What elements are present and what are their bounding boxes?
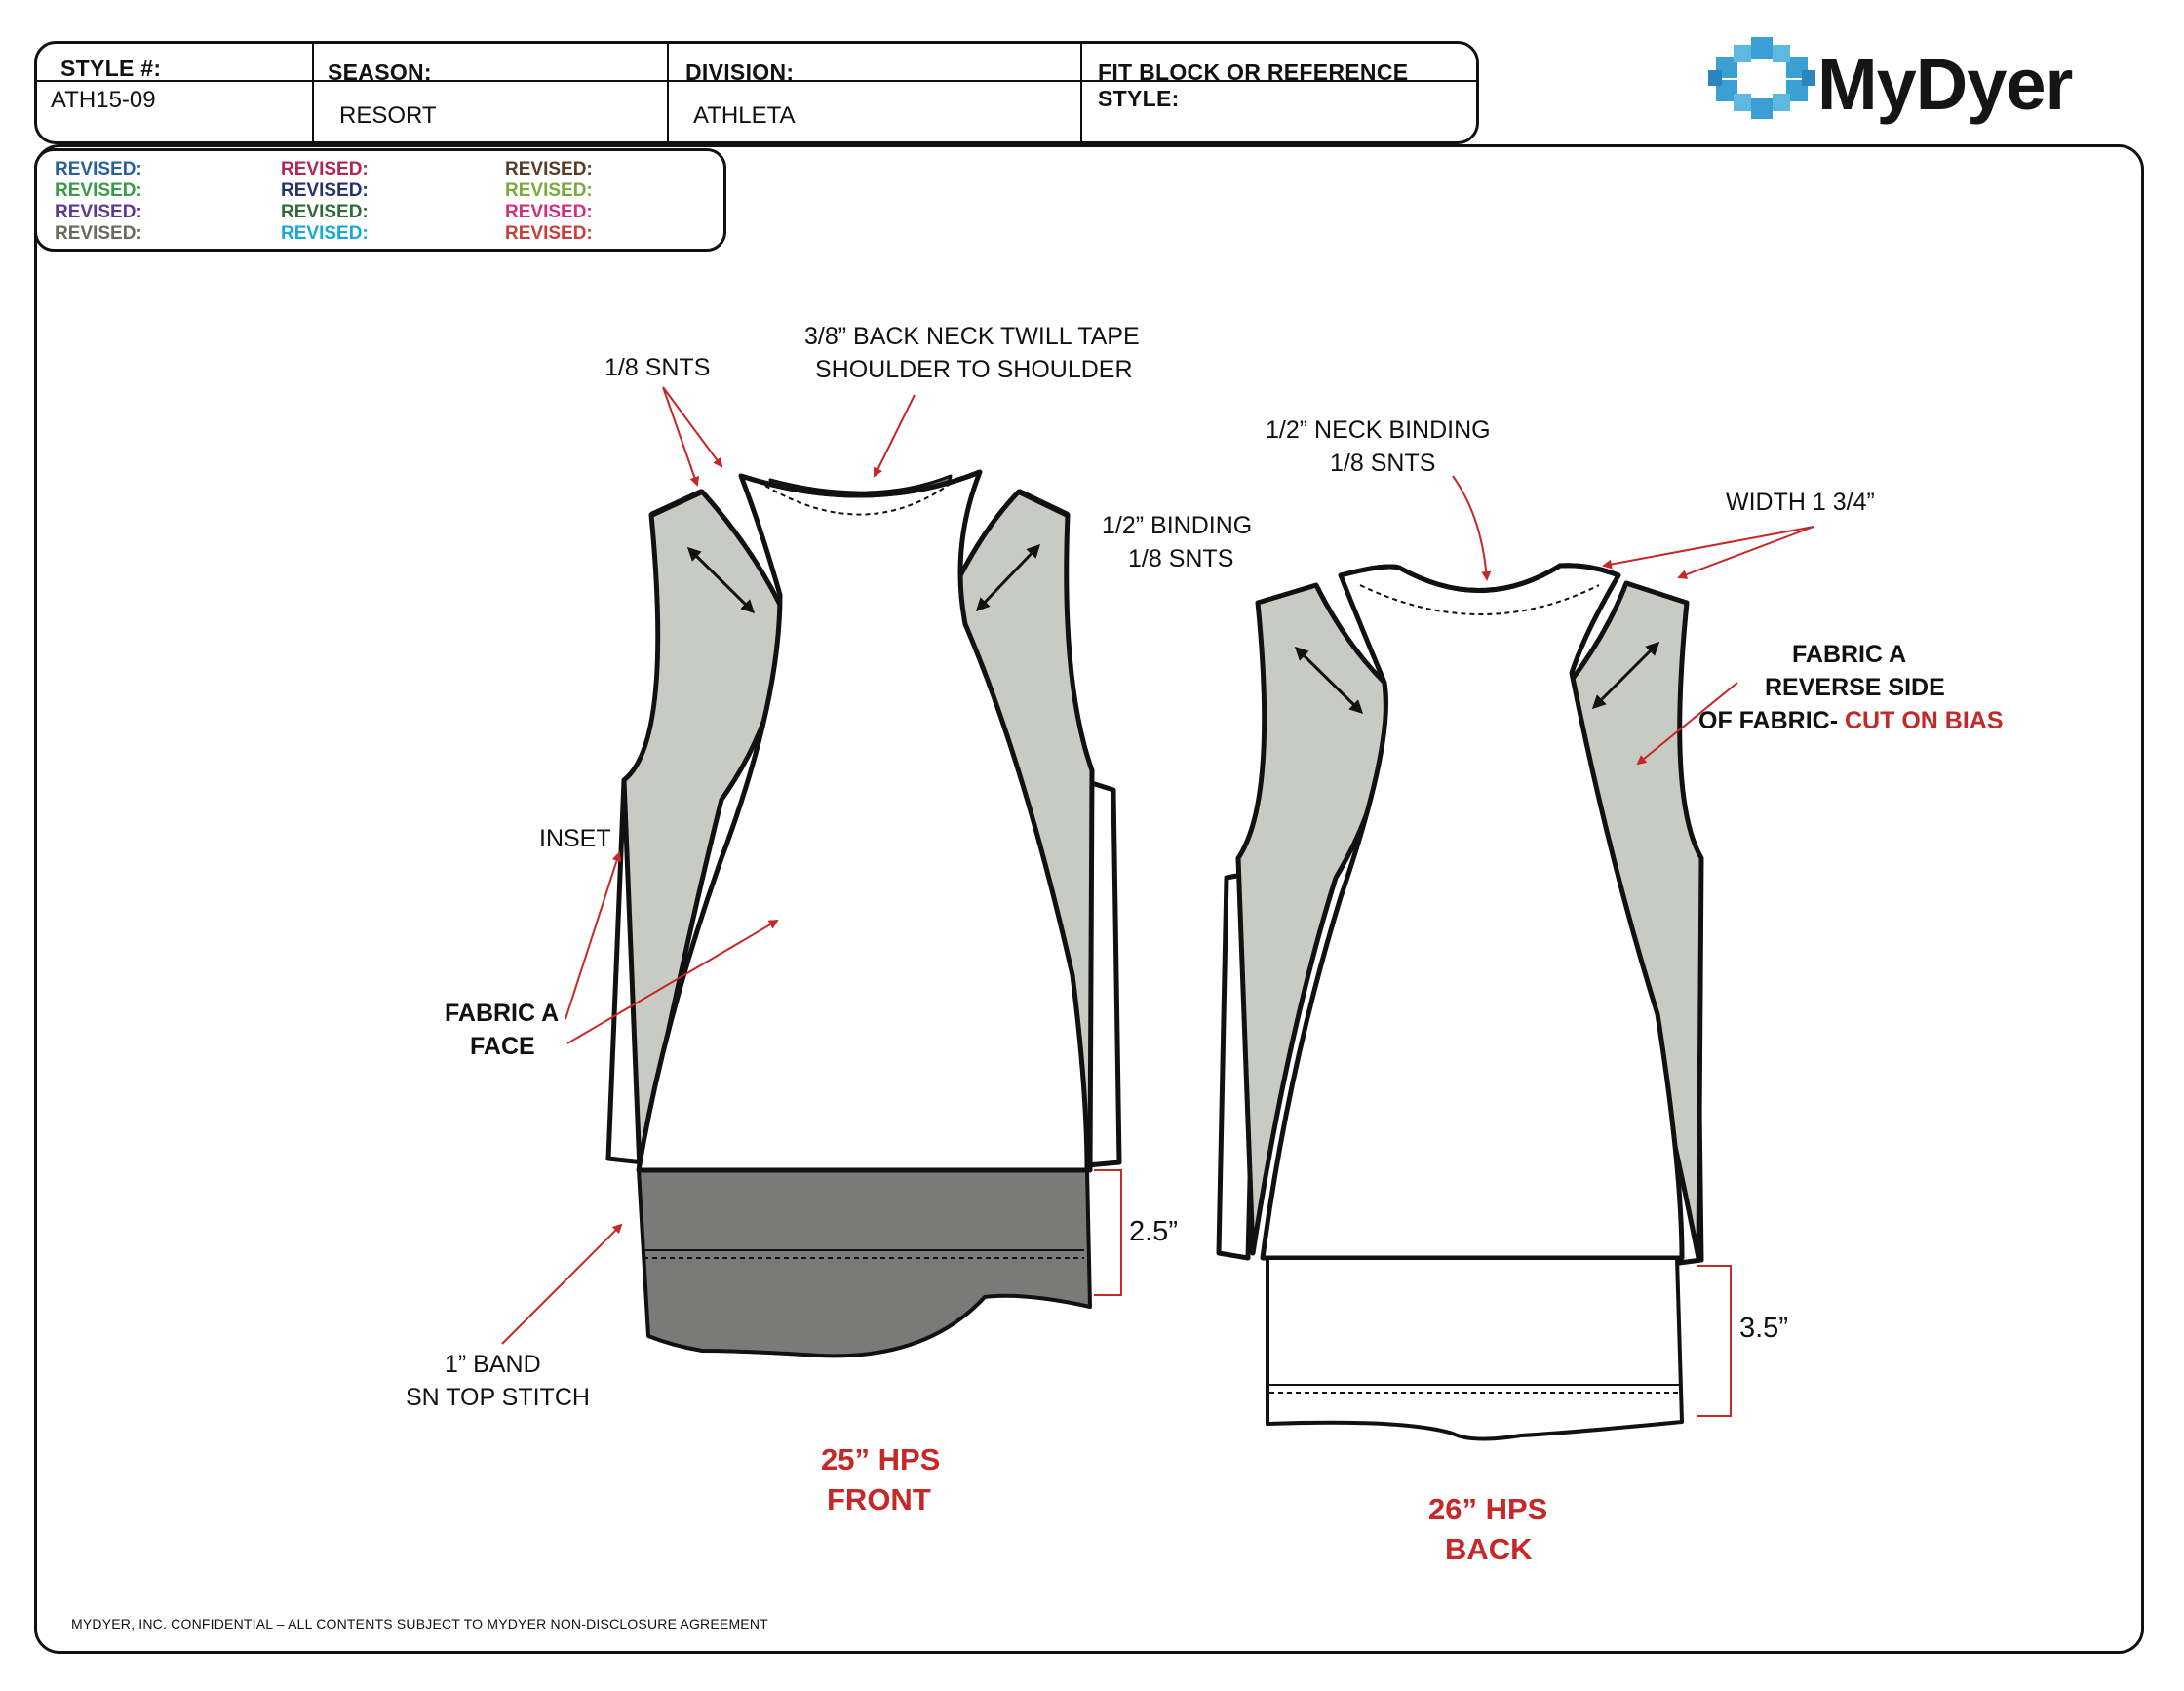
- note-fabric-face-2: FACE: [470, 1033, 535, 1060]
- style-label: STYLE #:: [60, 56, 162, 81]
- confidentiality-footer: MYDYER, INC. CONFIDENTIAL – ALL CONTENTS…: [71, 1616, 768, 1632]
- sheet-frame: [34, 144, 2144, 1654]
- division-value: ATHLETA: [693, 102, 796, 129]
- note-fabric-reverse-3-line: OF FABRIC- CUT ON BIAS: [1698, 704, 2004, 737]
- front-garment: [605, 469, 1122, 1358]
- revision-label: REVISED:: [281, 223, 369, 244]
- revision-column: REVISED:REVISED:REVISED:REVISED:: [281, 159, 369, 245]
- note-neck-binding-1: 1/2” NECK BINDING: [1266, 416, 1491, 444]
- back-band-measure: 3.5”: [1739, 1313, 1788, 1344]
- back-hps: 26” HPS: [1428, 1492, 1548, 1526]
- revision-label: REVISED:: [55, 202, 142, 222]
- revision-column: REVISED:REVISED:REVISED:REVISED:: [55, 159, 142, 245]
- header-table: STYLE #: ATH15-09 SEASON: RESORT DIVISIO…: [34, 41, 1479, 144]
- season-label: SEASON:: [328, 59, 432, 85]
- revision-label: REVISED:: [55, 159, 142, 179]
- note-snts-front: 1/8 SNTS: [604, 354, 711, 381]
- revision-label: REVISED:: [505, 180, 593, 201]
- note-cut-on-bias: CUT ON BIAS: [1845, 707, 2004, 734]
- revision-label: REVISED:: [281, 202, 369, 222]
- logo-text: MyDyer: [1817, 44, 2073, 125]
- front-hps: 25” HPS: [821, 1442, 941, 1476]
- grain-arrows: [686, 543, 1660, 715]
- note-fabric-face-1: FABRIC A: [445, 1000, 560, 1027]
- front-view-label: FRONT: [827, 1482, 931, 1516]
- style-value: ATH15-09: [51, 87, 156, 113]
- fit-block-label: FIT BLOCK OR REFERENCE STYLE:: [1098, 59, 1409, 111]
- note-fabric-reverse-1: FABRIC A: [1792, 641, 1907, 668]
- back-view-label: BACK: [1445, 1532, 1533, 1566]
- season-value: RESORT: [339, 102, 437, 129]
- revision-label: REVISED:: [505, 223, 593, 244]
- header-col-divider: [667, 44, 669, 141]
- revision-label: REVISED:: [505, 202, 593, 222]
- note-neck-binding-2: 1/8 SNTS: [1330, 450, 1436, 477]
- back-garment: [1216, 563, 1704, 1441]
- front-band-measure: 2.5”: [1129, 1216, 1178, 1247]
- revision-label: REVISED:: [281, 180, 369, 201]
- header-col-divider: [1080, 44, 1082, 141]
- note-binding-1: 1/2” BINDING: [1102, 512, 1253, 539]
- note-band-2: SN TOP STITCH: [406, 1384, 590, 1411]
- note-back-neck-2: SHOULDER TO SHOULDER: [815, 356, 1133, 383]
- callout-arrows: [501, 386, 1814, 1417]
- division-label: DIVISION:: [685, 59, 795, 85]
- note-band-1: 1” BAND: [445, 1351, 541, 1378]
- revision-label: REVISED:: [55, 180, 142, 201]
- revision-label: REVISED:: [55, 223, 142, 244]
- revision-label: REVISED:: [281, 159, 369, 179]
- revision-label: REVISED:: [505, 159, 593, 179]
- note-fabric-reverse-2: REVERSE SIDE: [1765, 674, 1945, 701]
- note-binding-2: 1/8 SNTS: [1128, 545, 1234, 572]
- revision-column: REVISED:REVISED:REVISED:REVISED:: [505, 159, 593, 245]
- header-divider: [37, 80, 1476, 82]
- note-fabric-reverse-3: OF FABRIC-: [1698, 707, 1839, 734]
- revision-box: REVISED:REVISED:REVISED:REVISED: REVISED…: [34, 148, 726, 252]
- snowflake-logo-icon: [1708, 37, 1815, 119]
- note-width: WIDTH 1 3/4”: [1726, 489, 1875, 516]
- note-back-neck-1: 3/8” BACK NECK TWILL TAPE: [804, 323, 1140, 350]
- header-col-divider: [312, 44, 314, 141]
- note-inset: INSET: [539, 825, 611, 852]
